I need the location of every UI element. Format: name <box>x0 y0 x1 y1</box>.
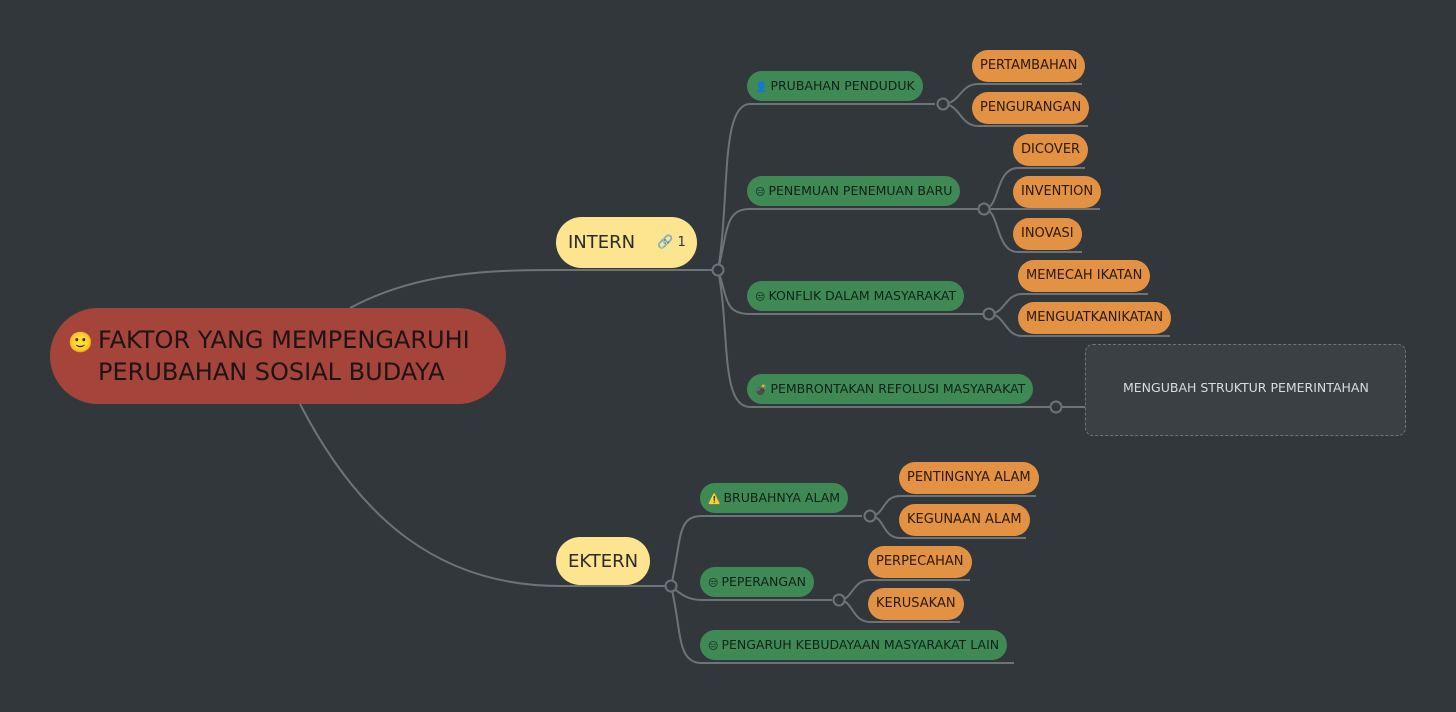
topic-intern[interactable]: INTERN 🔗 1 <box>556 217 697 268</box>
topic-penemuan-baru[interactable]: 😑PENEMUAN PENEMUAN BARU <box>747 176 961 206</box>
collapse-handle-alam <box>863 509 877 523</box>
topic-label: PENGARUH KEBUDAYAAN MASYARAKAT LAIN <box>721 637 1000 652</box>
root-title-line2: PERUBAHAN SOSIAL BUDAYA <box>98 358 445 386</box>
collapse-handle-ekstern <box>664 579 678 593</box>
topic-intern-label: INTERN <box>568 232 636 253</box>
connector-root-ekstern <box>299 403 665 587</box>
unamused-face-icon: 😒 <box>755 292 766 303</box>
topic-ekstern[interactable]: EKTERN <box>556 537 650 585</box>
neutral-face-icon: 😑 <box>755 187 766 198</box>
collapse-handle-penduduk <box>936 97 950 111</box>
connector-intern-4 <box>717 269 1050 408</box>
topic-prubahan-penduduk[interactable]: 👤PRUBAHAN PENDUDUK <box>747 71 923 101</box>
connector-intern-2 <box>717 208 978 271</box>
bomb-icon: 💣 <box>755 385 768 396</box>
topic-pembrontakan[interactable]: 💣PEMBRONTAKAN REFOLUSI MASYARAKAT <box>747 374 1034 404</box>
warning-icon: ⚠️ <box>708 494 721 505</box>
topic-brubahnya-alam[interactable]: ⚠️BRUBAHNYA ALAM <box>700 483 849 513</box>
topic-pentingnya-alam[interactable]: PENTINGNYA ALAM <box>899 462 1039 494</box>
topic-inovasi[interactable]: INOVASI <box>1013 218 1082 250</box>
connector-intern-1 <box>717 103 935 271</box>
collapse-handle-pembrontakan <box>1049 400 1063 414</box>
neutral-face-icon: 😑 <box>708 641 719 652</box>
topic-invention[interactable]: INVENTION <box>1013 176 1102 208</box>
collapse-handle-penemuan <box>977 202 991 216</box>
link-count: 1 <box>677 235 686 250</box>
topic-pengurangan[interactable]: PENGURANGAN <box>972 92 1090 124</box>
topic-mengubah-struktur: MENGUBAH STRUKTUR PEMERINTAHAN <box>1123 380 1369 395</box>
person-icon: 👤 <box>755 82 768 93</box>
topic-label: BRUBAHNYA ALAM <box>723 490 841 505</box>
topic-peperangan[interactable]: 😒PEPERANGAN <box>700 567 814 597</box>
connector-intern-3 <box>717 269 983 315</box>
topic-kegunaan-alam[interactable]: KEGUNAAN ALAM <box>899 504 1030 536</box>
link-icon[interactable]: 🔗 1 <box>657 235 686 250</box>
topic-perpecahan[interactable]: PERPECAHAN <box>868 546 972 578</box>
topic-menguatkanikatan[interactable]: MENGUATKANIKATAN <box>1018 302 1172 334</box>
topic-label: PEPERANGAN <box>721 574 806 589</box>
topic-pertambahan[interactable]: PERTAMBAHAN <box>972 50 1086 82</box>
topic-memecah-ikatan[interactable]: MEMECAH IKATAN <box>1018 260 1151 292</box>
topic-label: PEMBRONTAKAN REFOLUSI MASYARAKAT <box>770 381 1026 396</box>
unamused-face-icon: 😒 <box>708 578 719 589</box>
topic-label: PRUBAHAN PENDUDUK <box>770 78 915 93</box>
collapse-handle-intern <box>711 263 725 277</box>
topic-label: PENEMUAN PENEMUAN BARU <box>768 183 953 198</box>
topic-konflik-masyarakat[interactable]: 😒KONFLIK DALAM MASYARAKAT <box>747 281 965 311</box>
collapse-handle-konflik <box>982 307 996 321</box>
collapse-handle-perang <box>832 593 846 607</box>
topic-ekstern-label: EKTERN <box>568 550 639 572</box>
connector-ekstern-1 <box>670 515 862 587</box>
connector-ekstern-3 <box>670 585 1014 664</box>
root-topic[interactable]: 🙂 FAKTOR YANG MEMPENGARUHI PERUBAHAN SOS… <box>50 308 506 404</box>
smile-emoji-icon: 🙂 <box>68 330 93 354</box>
topic-kerusakan[interactable]: KERUSAKAN <box>868 588 964 620</box>
topic-pengaruh-kebudayaan[interactable]: 😑PENGARUH KEBUDAYAAN MASYARAKAT LAIN <box>700 630 1008 660</box>
topic-box-struktur[interactable] <box>1085 344 1406 436</box>
topic-label: KONFLIK DALAM MASYARAKAT <box>768 288 957 303</box>
topic-dicover[interactable]: DICOVER <box>1013 134 1089 166</box>
connector-root-intern <box>349 269 712 309</box>
root-title-line1: FAKTOR YANG MEMPENGARUHI <box>98 326 470 354</box>
